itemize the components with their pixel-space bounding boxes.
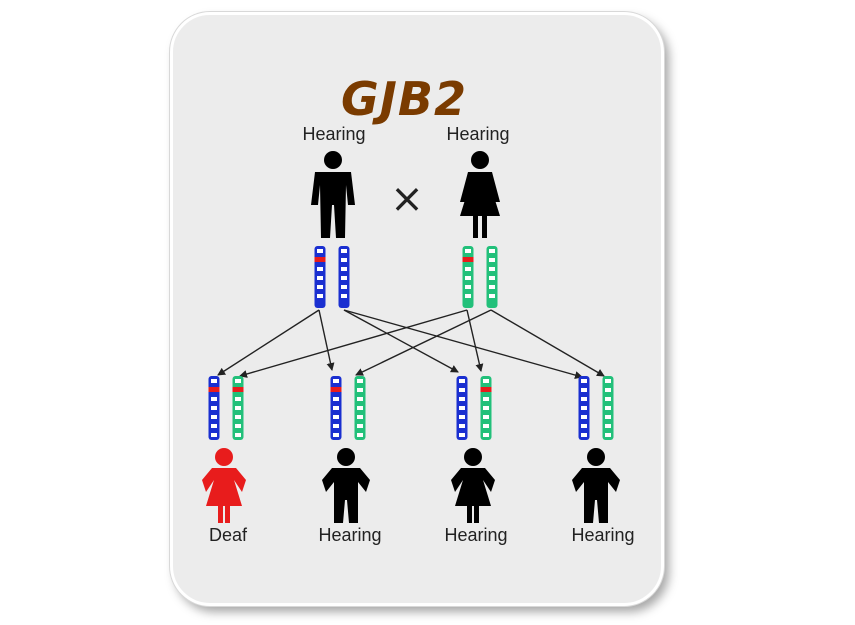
- gene-title: GJB2: [341, 72, 467, 126]
- child-label-4: Hearing: [571, 525, 635, 545]
- child-label-1: Deaf: [208, 525, 248, 545]
- father-chromosome-pair: [314, 246, 350, 308]
- cross-symbol: ×: [390, 176, 424, 222]
- arrow: [318, 309, 335, 371]
- parent-label-mother: Hearing: [446, 124, 510, 144]
- arrow: [466, 309, 484, 372]
- inheritance-arrows: [217, 309, 605, 379]
- arrow: [490, 309, 605, 377]
- arrow: [343, 309, 583, 379]
- man-icon: [311, 151, 355, 238]
- boy-icon: [572, 448, 620, 523]
- child-1-chromosomes: [208, 376, 244, 440]
- child-label-2: Hearing: [318, 525, 382, 545]
- child-3-chromosomes: [456, 376, 492, 440]
- arrow: [217, 309, 320, 376]
- parent-label-father: Hearing: [302, 124, 366, 144]
- arrow: [343, 309, 459, 373]
- diagram-card: [170, 12, 664, 606]
- boy-icon: [322, 448, 370, 523]
- arrow: [355, 309, 492, 376]
- woman-icon: [460, 151, 500, 238]
- arrow: [239, 309, 468, 378]
- girl-icon-affected: [202, 448, 246, 523]
- girl-icon: [451, 448, 495, 523]
- child-4-chromosomes: [578, 376, 614, 440]
- child-2-chromosomes: [330, 376, 366, 440]
- mother-chromosome-pair: [462, 246, 498, 308]
- child-label-3: Hearing: [444, 525, 508, 545]
